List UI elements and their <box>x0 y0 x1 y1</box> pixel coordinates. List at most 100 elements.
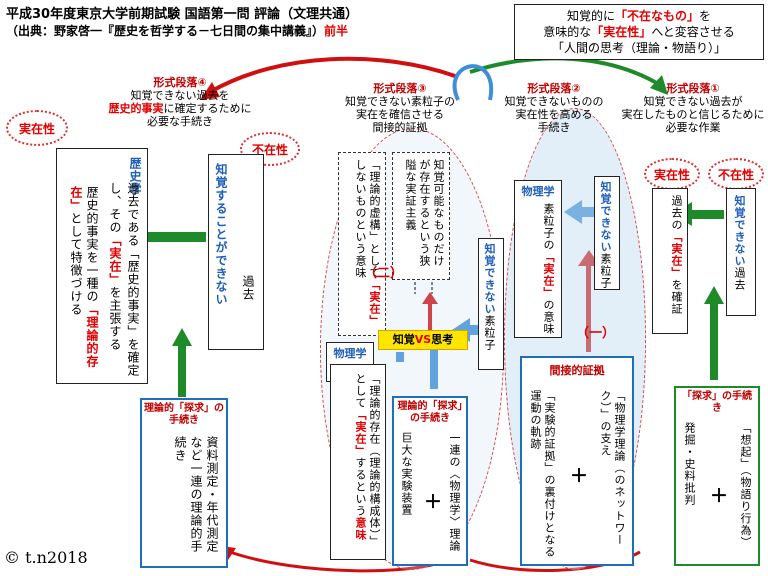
past-confirm-reality: 「実在」 <box>670 231 683 279</box>
existence-text: 「理論的存在（理論的構成体）」として <box>354 373 381 548</box>
absence-cloud-2: 不在性 <box>708 158 764 190</box>
paragraph2-heading: 形式段落② <box>527 82 581 95</box>
page-title: 平成30年度東京大学前期試験 国語第一問 評論（文理共通） （出典：野家啓一『歴… <box>6 6 358 40</box>
history-heading: 歴史学 <box>128 157 142 196</box>
title-source: （出典：野家啓一『歴史を哲学する－七日間の集中講義』） <box>6 24 325 38</box>
summary-reality: 「実在性」 <box>591 25 652 39</box>
paragraph1-heading: 形式段落① <box>666 82 720 95</box>
particle-box-left: 知覚できない素粒子 <box>478 238 504 370</box>
particle-unperceivable-2: 知覚できない <box>599 181 612 253</box>
summary-text: へと変容させる <box>651 25 735 39</box>
vs-badge: 知覚VS思考 <box>378 330 468 350</box>
col3-physics-heading: 物理学 <box>521 185 555 198</box>
vs-perception: 知覚 <box>392 333 415 346</box>
physics-procedure-theory: 一連の〈物理学〉理論 <box>448 432 461 552</box>
paragraph2-line: 実在性を高める <box>515 108 593 121</box>
summary-text: 意味的な <box>543 25 592 39</box>
theoretical-existence-box: 「理論的存在（理論的構成体）」として「実在」するという意味 <box>330 364 386 560</box>
summary-text: 知覚的に <box>566 9 615 23</box>
paragraph3-note: 形式段落③ 知覚できない素粒子の 実在を確信させる 間接的証拠 <box>330 82 470 134</box>
plus-sign: ＋ <box>570 466 588 487</box>
positivism-text: 知覚可能なものだけが存在するという狭隘な実証主義 <box>404 159 445 267</box>
existence-text: するという <box>354 457 367 517</box>
paragraph2-line: 知覚できないものの <box>504 95 604 108</box>
history-procedure-body: 資料測定・年代測定など一連の理論的手続き <box>173 436 219 553</box>
particle-meaning-reality: 「実在」 <box>542 251 555 299</box>
marker-two: （二） <box>364 266 404 281</box>
past-unperceivable-box: 知覚できない過去 <box>726 188 756 316</box>
fiction-reality: 「実在」 <box>368 279 381 327</box>
history-body2: 歴史的事実を一種の「理論的存在」として特徴づける <box>60 186 100 382</box>
indirect-evidence-experiment: 「実験的証拠」の裏付けとなる運動の軌跡 <box>529 390 556 558</box>
history-text: 歴史的事実を一種の <box>85 186 99 303</box>
fiction-text: しないものという意味 <box>354 159 367 279</box>
plus-sign: ＋ <box>424 492 442 513</box>
physics-procedure-heading: 理論的「探求」の手続き <box>397 401 463 424</box>
indirect-evidence-heading: 間接的証拠 <box>549 364 605 377</box>
history-text: を主張する <box>108 286 122 351</box>
title-line1: 平成30年度東京大学前期試験 国語第一問 評論（文理共通） <box>6 7 359 22</box>
particle-label-2: 素粒子 <box>599 253 612 289</box>
reality-cloud: 実在性 <box>6 110 68 146</box>
particle-meaning-text: 素粒子の <box>542 203 555 251</box>
paragraph3-heading: 形式段落③ <box>373 82 427 95</box>
paragraph4-line: 知覚できない過去を <box>130 89 230 102</box>
plus-sign: ＋ <box>710 486 728 507</box>
summary-box: 知覚的に「不在なもの」を 意味的な「実在性」へと変容させる 「人間の思考（理論・… <box>514 4 764 60</box>
past-confirm-box: 過去の「実在」を確証 <box>652 188 688 334</box>
inquiry-procedure-excavation: 発掘・史料批判 <box>683 422 696 506</box>
particle-label: 素粒子 <box>483 315 496 351</box>
paragraph2-line: 手続き <box>537 121 571 134</box>
paragraph3-line: 間接的証拠 <box>372 121 428 134</box>
paragraph1-line: 知覚できない過去が <box>643 95 743 108</box>
history-procedure-box: 理論的「探求」の手続き 資料測定・年代測定など一連の理論的手続き <box>140 398 228 568</box>
paragraph4-heading: 形式段落④ <box>153 76 207 89</box>
paragraph3-line: 知覚できない素粒子の <box>345 95 455 108</box>
positivism-box: 知覚可能なものだけが存在するという狭隘な実証主義 <box>392 152 450 280</box>
paragraph1-note: 形式段落① 知覚できない過去が 実在したものと信じるために 必要な作業 <box>620 82 766 134</box>
past-unperceivable: 知覚することができない <box>214 163 228 306</box>
history-text: 過去である「歴史的事実」を確定し、その <box>108 182 140 377</box>
past-unperceivable-2: 知覚できない <box>733 195 746 267</box>
history-theory: 「理論的存在」 <box>69 186 99 368</box>
past-label: 過去 <box>241 275 255 301</box>
paragraph4-line: に確定するために <box>163 102 252 115</box>
inquiry-procedure-heading: 「探求」の手続き <box>682 391 752 414</box>
physics-procedure-box: 理論的「探求」の手続き 一連の〈物理学〉理論 ＋ 巨大な実験装置 <box>392 396 468 566</box>
summary-text: を <box>699 9 712 23</box>
history-reality: 「実在」 <box>108 234 122 286</box>
paragraph2-note: 形式段落② 知覚できないものの 実在性を高める 手続き <box>494 82 614 134</box>
vs-thought: 思考 <box>431 333 454 346</box>
vs-label: VS <box>414 333 432 346</box>
absence-cloud: 不在性 <box>240 132 300 166</box>
summary-human-thought: 「人間の思考（理論・物語り）」 <box>551 41 726 55</box>
past-box: 知覚することができない 過去 <box>208 154 264 350</box>
theoretical-fiction-box: 「理論的虚構」として「実在」しないものという意味 <box>338 152 386 336</box>
existence-reality: 「実在」 <box>354 409 367 457</box>
history-body: 過去である「歴史的事実」を確定し、その「実在」を主張する <box>58 182 142 382</box>
particle-meaning-text: の意味 <box>542 299 555 335</box>
particle-meaning-box: 物理学 素粒子の「実在」の意味 <box>514 180 562 338</box>
paragraph4-note: 形式段落④ 知覚できない過去を 歴史的事実に確定するために 必要な手続き <box>100 76 260 128</box>
past-confirm-text: 過去の <box>670 195 683 231</box>
paragraph3-line: 実在を確信させる <box>356 108 444 121</box>
paragraph4-line: 必要な手続き <box>147 115 213 128</box>
inquiry-procedure-box: 「探求」の手続き 「想起」（物語り行為） ＋ 発掘・史料批判 <box>674 386 760 566</box>
title-part: 前半 <box>324 24 349 38</box>
marker-one: （一） <box>576 326 616 341</box>
fiction-text: 「理論的虚構」として <box>368 159 381 279</box>
inquiry-procedure-recall: 「想起」（物語り行為） <box>739 422 752 549</box>
paragraph1-line: 必要な作業 <box>665 121 721 134</box>
copyright: © t.n2018 <box>4 548 88 567</box>
past-label-2: 過去 <box>733 267 746 291</box>
existence-meaning: 意味 <box>354 517 367 541</box>
history-procedure-heading: 理論的「探求」の手続き <box>144 403 224 426</box>
paragraph1-line: 実在したものと信じるために <box>621 108 765 121</box>
particle-box-right: 知覚できない素粒子 <box>594 176 620 290</box>
indirect-evidence-theory: 「物理学理論（のネットワーク）」の支え <box>599 390 626 546</box>
history-text: として特徴づける <box>69 212 83 316</box>
history-box: 歴史学 <box>56 148 148 384</box>
past-confirm-text: を確証 <box>670 279 683 315</box>
physics-heading: 物理学 <box>333 347 367 360</box>
paragraph4-fact: 歴史的事実 <box>108 102 164 115</box>
